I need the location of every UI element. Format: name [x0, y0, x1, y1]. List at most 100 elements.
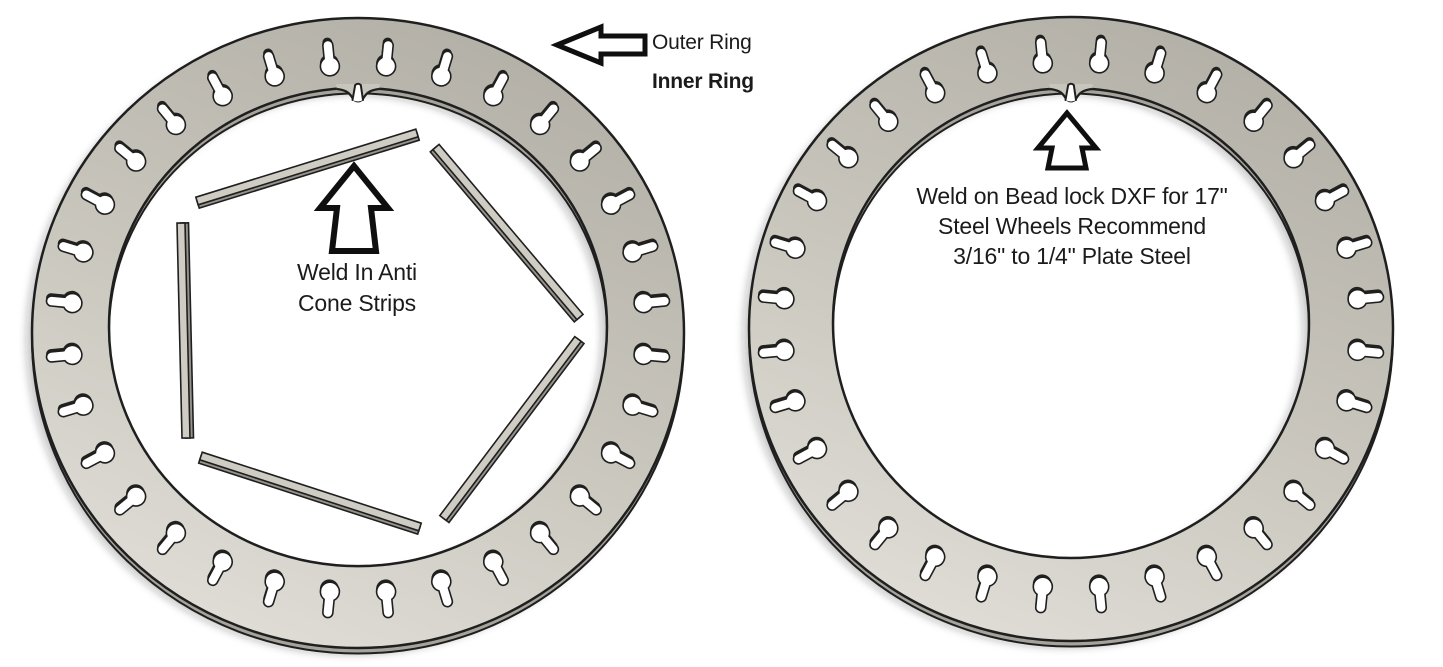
bolt-hole-opening: [975, 47, 998, 84]
notch-cut-edge: [1064, 82, 1077, 101]
bolt-hole: [262, 569, 285, 608]
bolt-hole-opening: [156, 522, 187, 556]
bolt-hole-opening: [1088, 576, 1110, 614]
beadlock-ring-with-anti-cone-strips: [26, 16, 686, 655]
bolt-hole: [1196, 544, 1223, 582]
bolt-hole-opening: [1196, 546, 1223, 582]
bolt-hole: [1347, 338, 1385, 362]
bolt-hole-opening: [1314, 185, 1350, 212]
caption-line: Weld In Anti: [297, 259, 417, 285]
bolt-hole-opening: [156, 102, 187, 136]
bolt-hole-opening: [431, 571, 454, 608]
bolt-hole: [1088, 574, 1110, 614]
bolt-hole-opening: [483, 551, 509, 587]
bolt-hole-opening: [975, 566, 998, 603]
bolt-hole-opening: [600, 188, 636, 215]
bolt-hole-opening: [1032, 576, 1054, 614]
bolt-hole-opening: [792, 185, 828, 212]
bolt-hole: [1243, 516, 1273, 551]
bolt-hole: [633, 342, 671, 366]
bolt-hole: [600, 186, 636, 215]
bolt-hole: [45, 290, 83, 314]
bolt-hole: [600, 441, 636, 470]
bolt-hole: [114, 484, 147, 516]
timing-notch: [336, 82, 380, 103]
bolt-hole-opening: [757, 288, 795, 310]
notch-arrow: [1032, 109, 1102, 171]
bolt-hole: [869, 516, 899, 551]
bolt-hole: [757, 286, 795, 310]
bolt-hole-opening: [769, 236, 806, 259]
anti-cone-strip: [438, 335, 586, 524]
bolt-hole: [57, 393, 94, 418]
bolt-hole: [483, 69, 509, 107]
bolt-hole-opening: [319, 39, 341, 77]
bolt-hole-opening: [375, 39, 397, 77]
bolt-hole: [1032, 34, 1054, 74]
bolt-hole-opening: [569, 486, 602, 516]
bolt-hole-opening: [1283, 481, 1316, 511]
bolt-hole-opening: [45, 292, 83, 314]
bolt-hole-opening: [529, 102, 560, 136]
bolt-hole-opening: [57, 395, 94, 418]
bolt-hole: [869, 97, 899, 132]
bolt-hole-opening: [569, 142, 602, 172]
bolt-hole: [431, 569, 454, 608]
anti-cone-arrow: [313, 161, 395, 254]
bolt-hole: [569, 484, 602, 516]
bolt-hole: [1243, 97, 1273, 132]
bolt-hole-opening: [1243, 518, 1273, 551]
strip-face: [176, 222, 191, 439]
bolt-hole: [1336, 389, 1373, 414]
bolt-hole: [569, 140, 602, 172]
bolt-hole: [1283, 137, 1316, 169]
bolt-hole: [483, 549, 509, 587]
bolt-hole-opening: [529, 522, 560, 556]
bolt-hole-opening: [1243, 99, 1273, 132]
bolt-hole-opening: [600, 443, 636, 470]
bolt-hole: [1314, 183, 1350, 212]
bolt-hole-opening: [1347, 340, 1385, 362]
bolt-hole-opening: [919, 546, 946, 582]
bolt-hole-opening: [1144, 47, 1167, 84]
bolt-hole-opening: [319, 581, 341, 619]
bolt-hole: [975, 564, 998, 603]
bolt-hole: [1088, 34, 1110, 74]
bolt-hole: [375, 37, 397, 77]
bolt-hole-opening: [80, 443, 116, 470]
bolt-hole: [207, 69, 233, 107]
bolt-hole: [769, 234, 806, 259]
bolt-hole: [975, 45, 998, 84]
bolt-hole: [45, 342, 83, 366]
bolt-hole-opening: [1347, 288, 1385, 310]
bolt-hole-opening: [114, 486, 147, 516]
caption-line: Steel Wheels Recommend: [938, 213, 1206, 239]
strip-face: [198, 451, 423, 532]
inner-ring-label: Inner Ring: [652, 70, 754, 93]
bolt-hole: [262, 48, 285, 87]
bolt-hole: [156, 520, 187, 556]
bolt-hole-opening: [869, 99, 899, 132]
strip-face: [431, 143, 585, 321]
bolt-hole-opening: [57, 240, 94, 263]
bolt-hole-opening: [919, 68, 946, 104]
bolt-hole-opening: [1283, 139, 1316, 169]
left-ring-caption: Weld In Anti Cone Strips: [247, 257, 467, 319]
ring-plate: [747, 15, 1395, 643]
bolt-hole: [529, 100, 560, 136]
bolt-hole-opening: [1314, 438, 1350, 465]
bolt-hole-opening: [1032, 36, 1054, 74]
bolt-hole-opening: [431, 50, 454, 87]
bolt-hole: [80, 186, 116, 215]
beadlock-ring-plain: [743, 15, 1395, 648]
bolt-hole-opening: [1196, 68, 1223, 104]
bolt-hole-opening: [622, 395, 659, 418]
bolt-hole: [792, 436, 828, 465]
bolt-hole-opening: [1144, 566, 1167, 603]
right-ring-caption: Weld on Bead lock DXF for 17" Steel Whee…: [892, 181, 1252, 271]
bolt-hole: [633, 290, 671, 314]
bolt-hole-opening: [80, 188, 116, 215]
bolt-hole: [529, 520, 560, 556]
